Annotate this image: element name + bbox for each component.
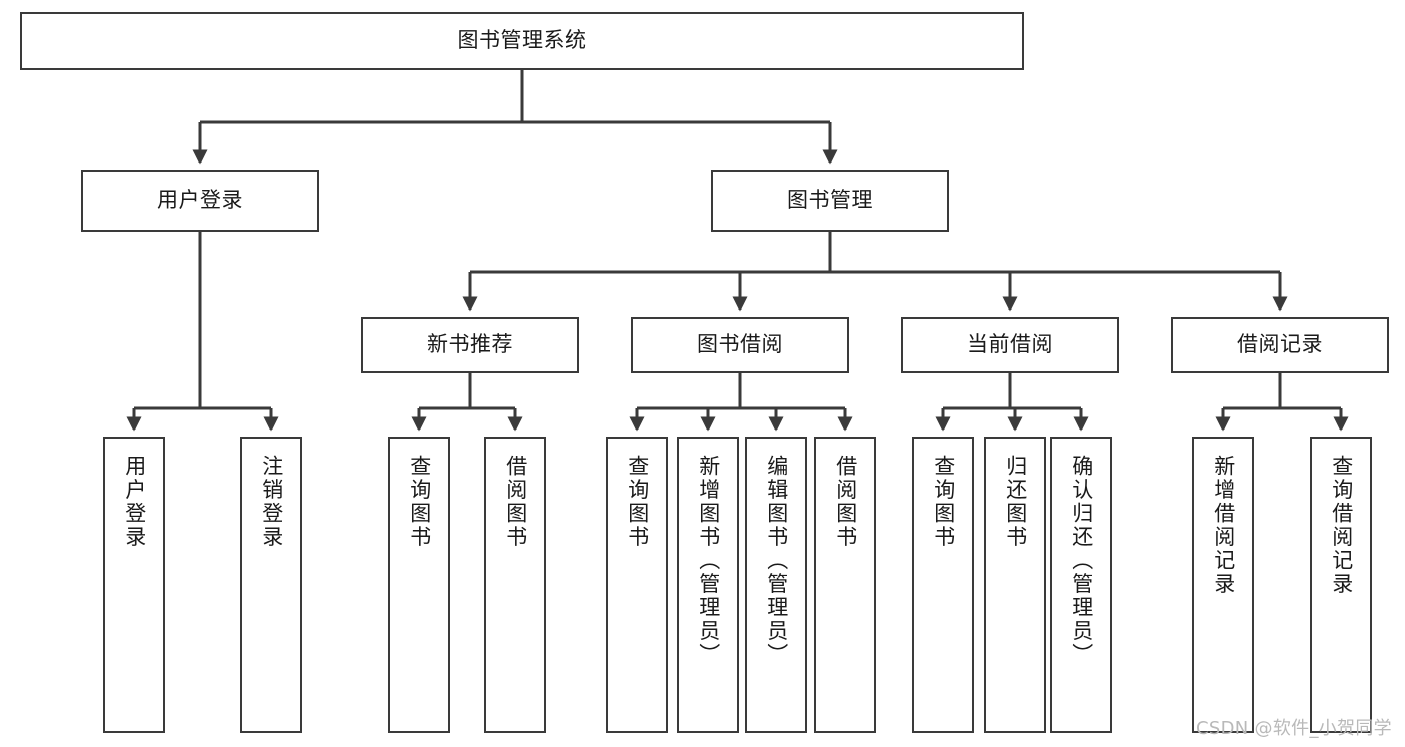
- leaf-node[interactable]: 注销登录: [240, 437, 302, 733]
- leaf-label: 新增借阅记录: [1211, 455, 1236, 596]
- leaf-node[interactable]: 借阅图书: [814, 437, 876, 733]
- node-root-system[interactable]: 图书管理系统: [20, 12, 1024, 70]
- leaf-label: 归还图书: [1003, 455, 1028, 549]
- leaf-label: 查询图书: [407, 455, 432, 549]
- leaf-node[interactable]: 新增借阅记录: [1192, 437, 1254, 733]
- leaf-node[interactable]: 确认归还（管理员）: [1050, 437, 1112, 733]
- leaf-node[interactable]: 查询图书: [606, 437, 668, 733]
- leaf-label: 借阅图书: [503, 455, 528, 549]
- leaf-node[interactable]: 借阅图书: [484, 437, 546, 733]
- leaf-label: 查询借阅记录: [1329, 455, 1354, 596]
- node-label: 当前借阅: [967, 332, 1053, 357]
- leaf-node[interactable]: 用户登录: [103, 437, 165, 733]
- leaf-label: 新增图书（管理员）: [696, 455, 721, 667]
- leaf-label: 编辑图书（管理员）: [764, 455, 789, 667]
- leaf-label: 查询图书: [625, 455, 650, 549]
- node-label: 借阅记录: [1237, 332, 1323, 357]
- node-label: 用户登录: [157, 188, 243, 213]
- leaf-node[interactable]: 新增图书（管理员）: [677, 437, 739, 733]
- node-label: 图书借阅: [697, 332, 783, 357]
- leaf-label: 借阅图书: [833, 455, 858, 549]
- csdn-watermark: CSDN @软件_小贺同学: [1196, 718, 1392, 739]
- node-current-borrow[interactable]: 当前借阅: [901, 317, 1119, 373]
- leaf-label: 查询图书: [931, 455, 956, 549]
- leaf-node[interactable]: 查询图书: [388, 437, 450, 733]
- leaf-node[interactable]: 查询借阅记录: [1310, 437, 1372, 733]
- node-borrow-records[interactable]: 借阅记录: [1171, 317, 1389, 373]
- node-book-management-module[interactable]: 图书管理: [711, 170, 949, 232]
- node-label: 图书管理: [787, 188, 873, 213]
- leaf-node[interactable]: 归还图书: [984, 437, 1046, 733]
- node-user-login-module[interactable]: 用户登录: [81, 170, 319, 232]
- node-new-book-recommend[interactable]: 新书推荐: [361, 317, 579, 373]
- node-root-label: 图书管理系统: [457, 28, 587, 53]
- node-label: 新书推荐: [427, 332, 513, 357]
- leaf-node[interactable]: 编辑图书（管理员）: [745, 437, 807, 733]
- node-book-borrow[interactable]: 图书借阅: [631, 317, 849, 373]
- leaf-label: 注销登录: [259, 455, 284, 549]
- leaf-label: 用户登录: [122, 455, 147, 549]
- leaf-label: 确认归还（管理员）: [1069, 455, 1094, 667]
- leaf-node[interactable]: 查询图书: [912, 437, 974, 733]
